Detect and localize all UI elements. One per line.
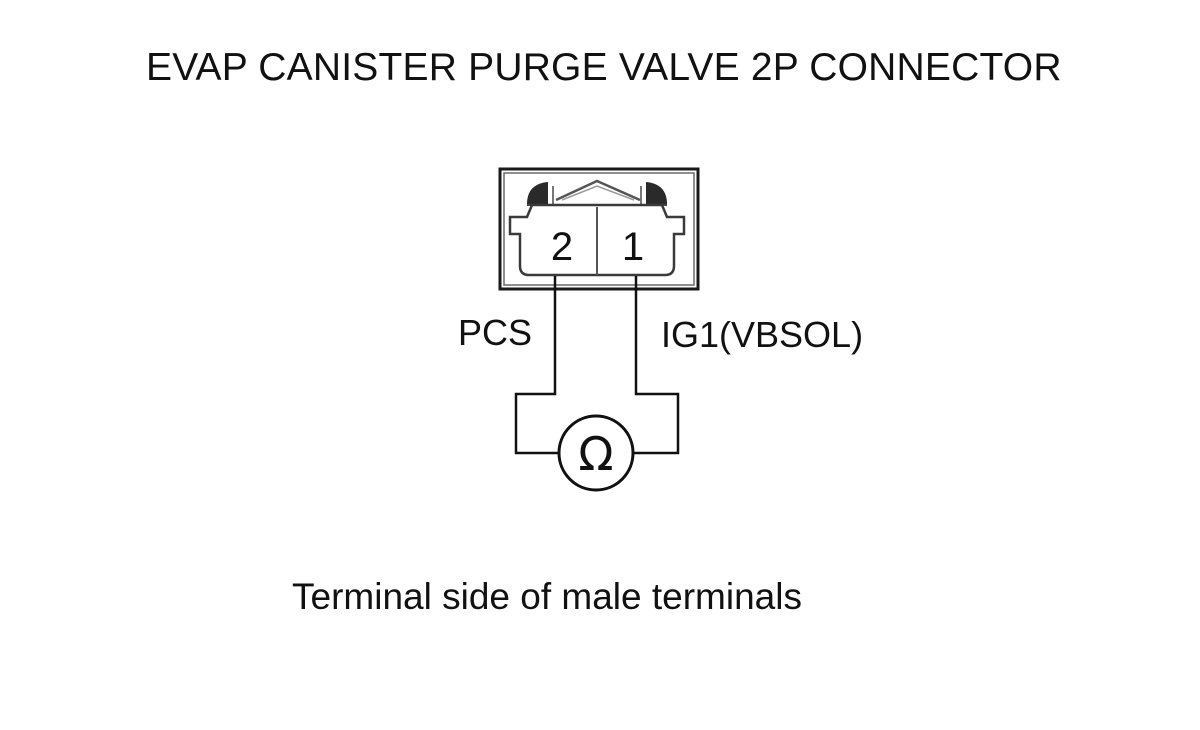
ohmmeter: Ω — [557, 414, 635, 492]
diagram-title: EVAP CANISTER PURGE VALVE 2P CONNECTOR — [146, 46, 1062, 89]
ohm-symbol-icon: Ω — [578, 427, 613, 481]
diagram-caption: Terminal side of male terminals — [292, 576, 802, 617]
pin-1-number: 1 — [622, 225, 644, 269]
pin-1-signal-label: IG1(VBSOL) — [661, 314, 864, 355]
ohmmeter-circle — [557, 414, 635, 492]
pin-2-signal-label: PCS — [458, 312, 533, 353]
pin-2-number: 2 — [551, 225, 573, 269]
wire-pin-1 — [632, 276, 680, 455]
wire-pin-2 — [514, 276, 560, 455]
